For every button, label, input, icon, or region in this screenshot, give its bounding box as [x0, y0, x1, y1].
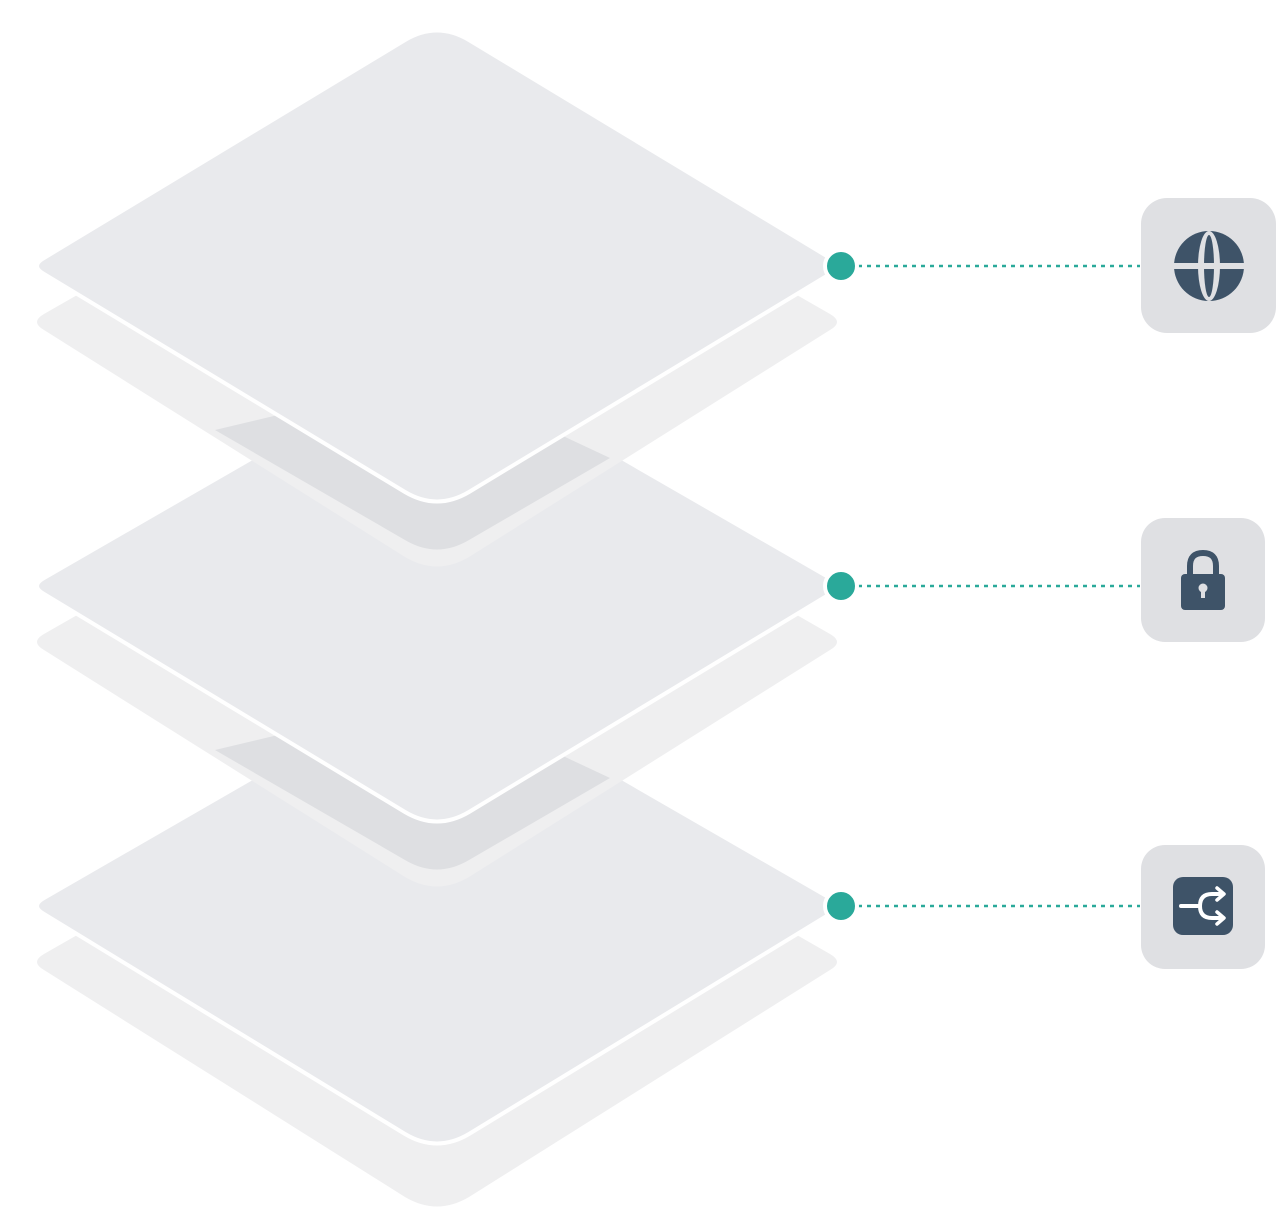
connector-dot-1: [823, 248, 859, 284]
connector-dot-2: [823, 568, 859, 604]
shuffle-icon: [1173, 877, 1233, 935]
icon-tile-shuffle: [1141, 845, 1265, 969]
icon-tile-lock: [1141, 518, 1265, 642]
layer-1: [35, 28, 839, 567]
globe-icon: [1172, 231, 1246, 301]
layer-3: [35, 678, 839, 1207]
connector-dot-3: [823, 888, 859, 924]
lock-icon: [1181, 549, 1225, 610]
layer-1-plate: [35, 28, 839, 504]
layer-2: [35, 358, 839, 887]
icon-tile-globe: [1141, 198, 1276, 333]
